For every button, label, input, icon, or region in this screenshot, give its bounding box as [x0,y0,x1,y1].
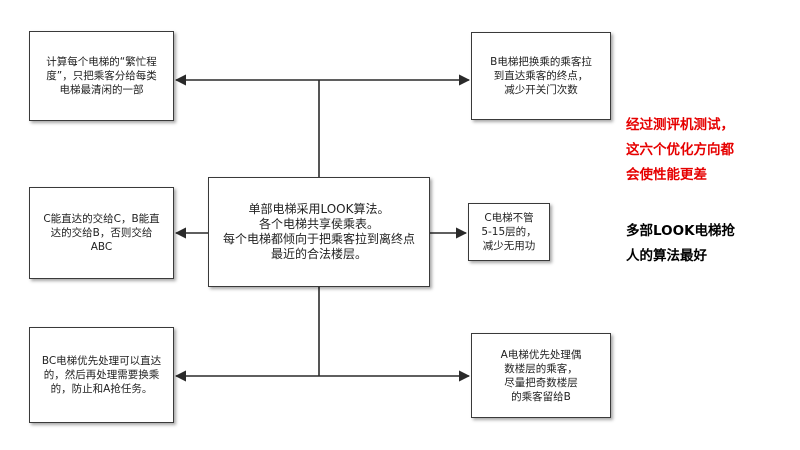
note-best-algorithm: 多部LOOK电梯抢 人的算法最好 [626,223,736,264]
box-bc-direct-first: BC电梯优先处理可以直达 的，然后再处理需要换乘 的，防止和A抢任务。 [29,327,174,423]
box-b-transfer-destination-text: B电梯把换乘的乘客拉 到直达乘客的终点， 减少开关门次数 [490,56,592,96]
box-busyness-dispatch: 计算每个电梯的“繁忙程 度”，只把乘客分给每类 电梯最清闲的一部 [29,31,174,121]
box-c-skip-floors: C电梯不管 5-15层的， 减少无用功 [468,203,550,261]
box-bc-direct-first-text: BC电梯优先处理可以直达 的，然后再处理需要换乘 的，防止和A抢任务。 [41,355,162,395]
box-direct-assignment: C能直达的交给C，B能直 达的交给B，否则交给 ABC [29,187,174,279]
box-center-look-algorithm-text: 单部电梯采用LOOK算法。 各个电梯共享侯乘表。 每个电梯都倾向于把乘客拉到离终… [222,202,415,261]
box-c-skip-floors-text: C电梯不管 5-15层的， 减少无用功 [481,212,537,252]
box-center-look-algorithm: 单部电梯采用LOOK算法。 各个电梯共享侯乘表。 每个电梯都倾向于把乘客拉到离终… [208,177,430,287]
box-a-even-floors-text: A电梯优先处理偶 数楼层的乘客， 尽量把奇数楼层 的乘客留给B [500,348,582,403]
box-b-transfer-destination: B电梯把换乘的乘客拉 到直达乘客的终点， 减少开关门次数 [471,32,611,120]
note-test-result: 经过测评机测试， 这六个优化方向都 会使性能更差 [626,117,734,183]
box-a-even-floors: A电梯优先处理偶 数楼层的乘客， 尽量把奇数楼层 的乘客留给B [471,333,611,418]
box-direct-assignment-text: C能直达的交给C，B能直 达的交给B，否则交给 ABC [43,213,160,253]
box-busyness-dispatch-text: 计算每个电梯的“繁忙程 度”，只把乘客分给每类 电梯最清闲的一部 [46,56,157,96]
